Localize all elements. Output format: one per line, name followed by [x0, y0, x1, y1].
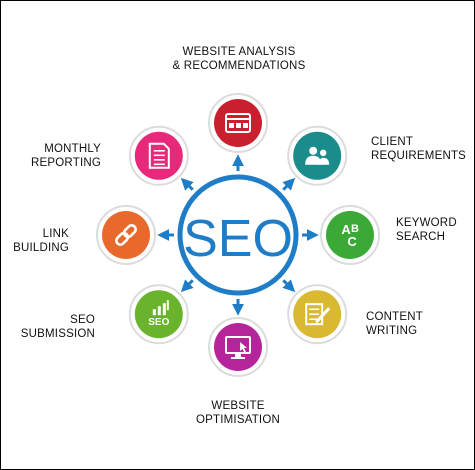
label-line: CLIENT — [371, 136, 414, 148]
label-line: OPTIMISATION — [196, 414, 280, 426]
center-hub: SEO — [177, 174, 299, 296]
node-seo-submission: SEO — [128, 284, 189, 345]
arrow-content-writing — [282, 279, 296, 293]
svg-text:B: B — [351, 223, 359, 235]
seo-icon-text: SEO — [148, 317, 169, 328]
seo-bars-icon: SEO — [148, 300, 170, 328]
node-monthly-reporting — [128, 125, 189, 186]
node-disc — [214, 323, 262, 371]
node-disc — [293, 131, 342, 180]
chain-link-icon — [115, 224, 137, 246]
center-ring — [177, 174, 299, 296]
center-seo-label: SEO — [183, 210, 293, 268]
monitor-icon — [225, 336, 251, 359]
label-line: REPORTING — [31, 157, 101, 169]
label-line: SUBMISSION — [20, 328, 95, 340]
document-icon — [148, 142, 170, 169]
node-client-requirements — [287, 125, 348, 186]
label-seo-submission: SEO SUBMISSION — [11, 313, 95, 341]
label-line: WEBSITE ANALYSIS — [182, 46, 296, 58]
label-line: REQUIREMENTS — [371, 150, 467, 162]
arrow-seo-submission — [180, 279, 194, 293]
label-line: LINK — [42, 228, 69, 240]
arrow-client-requirements — [282, 177, 296, 191]
label-website-analysis: WEBSITE ANALYSIS & RECOMMENDATIONS — [139, 45, 339, 73]
svg-text:C: C — [347, 234, 357, 249]
label-line: KEYWORD — [396, 217, 457, 229]
arrows-group — [157, 154, 319, 316]
label-line: CONTENT — [366, 311, 423, 323]
label-line: & RECOMMENDATIONS — [172, 60, 306, 72]
arrow-monthly-reporting — [180, 177, 194, 191]
label-line: WRITING — [366, 325, 418, 337]
label-keyword-search: KEYWORD SEARCH — [396, 216, 471, 244]
svg-text:A: A — [341, 222, 351, 237]
node-website-optimisation — [208, 317, 268, 377]
label-line: BUILDING — [13, 242, 69, 254]
label-line: SEO — [70, 314, 95, 326]
pen-paper-icon — [305, 303, 331, 326]
label-website-optimisation: WEBSITE OPTIMISATION — [171, 399, 305, 427]
node-content-writing — [287, 284, 348, 345]
label-content-writing: CONTENT WRITING — [366, 310, 456, 338]
label-line: WEBSITE — [211, 400, 265, 412]
node-website-analysis — [208, 93, 268, 153]
label-monthly-reporting: MONTHLY REPORTING — [11, 142, 101, 170]
label-line: MONTHLY — [44, 143, 101, 155]
label-link-building: LINK BUILDING — [11, 227, 69, 255]
people-icon — [305, 146, 330, 165]
node-link-building — [96, 205, 156, 265]
label-client-requirements: CLIENT REQUIREMENTS — [371, 135, 471, 163]
label-line: SEARCH — [396, 231, 446, 243]
node-disc — [326, 211, 374, 259]
browser-window-icon — [225, 113, 251, 133]
